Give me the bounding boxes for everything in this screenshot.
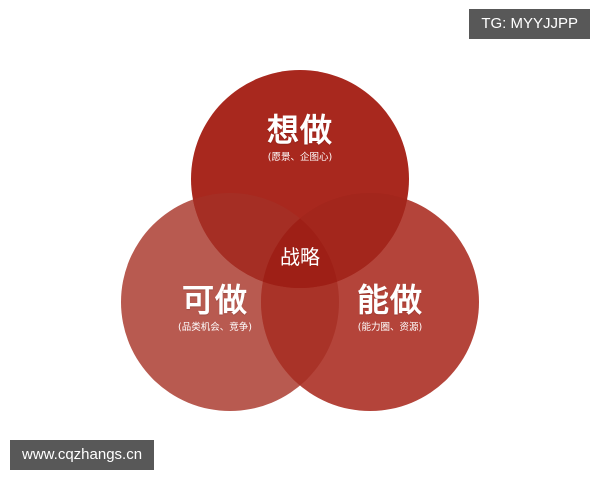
- label-can-do-title: 可做: [181, 281, 248, 319]
- label-want-to-do: 想做 (愿景、企图心): [230, 112, 370, 164]
- label-can-do-subtitle: (品类机会、竞争): [178, 322, 252, 333]
- watermark-tg: TG: MYYJJPP: [469, 9, 590, 39]
- label-able-to-do: 能做 (能力圈、资源): [325, 282, 455, 334]
- watermark-website: www.cqzhangs.cn: [10, 440, 155, 470]
- label-able-to-do-subtitle: (能力圈、资源): [357, 322, 423, 333]
- label-able-to-do-title: 能做: [356, 281, 423, 319]
- label-strategy: 战略: [280, 245, 320, 269]
- label-can-do: 可做 (品类机会、竞争): [150, 282, 280, 334]
- label-want-to-do-title: 想做: [266, 111, 333, 149]
- label-want-to-do-subtitle: (愿景、企图心): [267, 152, 333, 163]
- overlap-center: [261, 193, 339, 288]
